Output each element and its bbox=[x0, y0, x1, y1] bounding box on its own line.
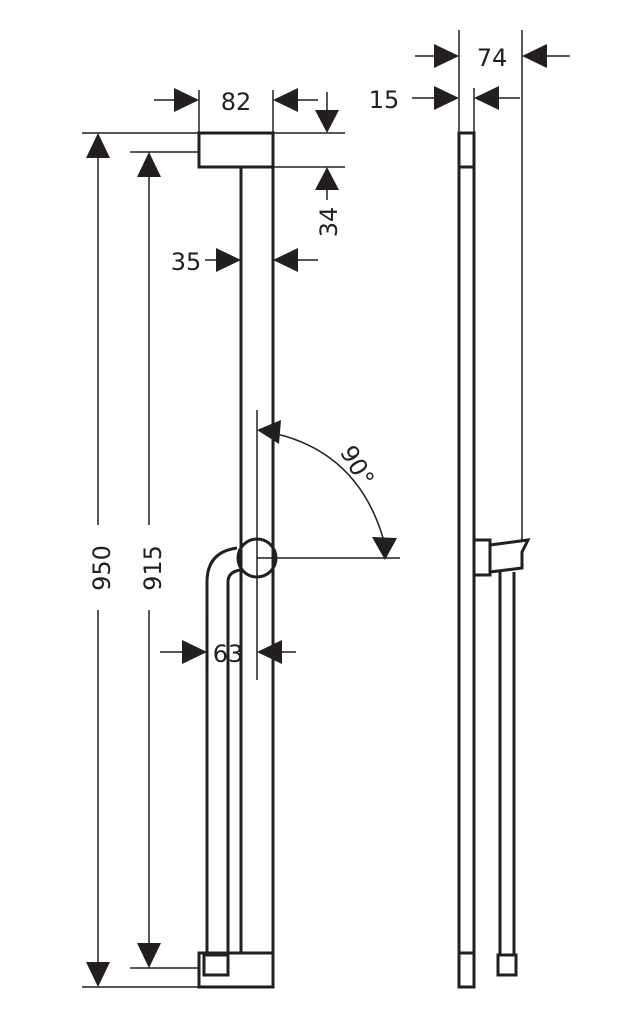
dim-label-950: 950 bbox=[88, 545, 116, 591]
arrow bbox=[86, 133, 110, 158]
arrow bbox=[174, 88, 199, 112]
side-rail bbox=[457, 131, 476, 989]
arrow bbox=[474, 86, 499, 110]
vertical-bar bbox=[239, 165, 275, 955]
arrow bbox=[216, 248, 241, 272]
arrow bbox=[273, 248, 298, 272]
arrow bbox=[372, 537, 397, 560]
arrow bbox=[257, 640, 282, 664]
arrow bbox=[182, 640, 207, 664]
side-slider bbox=[474, 538, 492, 577]
arrow bbox=[434, 44, 459, 68]
dim-label-15: 15 bbox=[369, 86, 400, 114]
dim-label-915: 915 bbox=[139, 545, 167, 591]
top-bracket bbox=[197, 131, 275, 169]
side-view: 74 15 bbox=[369, 30, 570, 989]
arrow bbox=[522, 44, 547, 68]
dim-label-82: 82 bbox=[221, 88, 252, 116]
dim-label-34: 34 bbox=[315, 207, 343, 238]
front-view: 950 915 82 34 35 63 90° bbox=[82, 88, 400, 989]
side-shower-holder bbox=[489, 538, 531, 574]
arrow bbox=[434, 86, 459, 110]
shower-hose-inner bbox=[226, 568, 241, 953]
arrow bbox=[273, 88, 298, 112]
dim-label-74: 74 bbox=[477, 44, 508, 72]
arrow bbox=[137, 152, 161, 177]
arrow bbox=[315, 167, 339, 190]
hose-end-cap bbox=[202, 953, 230, 977]
arrow bbox=[257, 420, 281, 444]
angle-arc bbox=[267, 431, 386, 546]
arrow bbox=[315, 110, 339, 133]
arrow bbox=[86, 962, 110, 987]
dim-label-angle: 90° bbox=[334, 441, 380, 492]
side-hose-end bbox=[496, 953, 518, 977]
arrow bbox=[137, 943, 161, 968]
bottom-bracket bbox=[197, 951, 275, 989]
shower-hose bbox=[205, 546, 238, 953]
dim-label-35: 35 bbox=[171, 248, 202, 276]
dim-label-63: 63 bbox=[213, 640, 244, 668]
